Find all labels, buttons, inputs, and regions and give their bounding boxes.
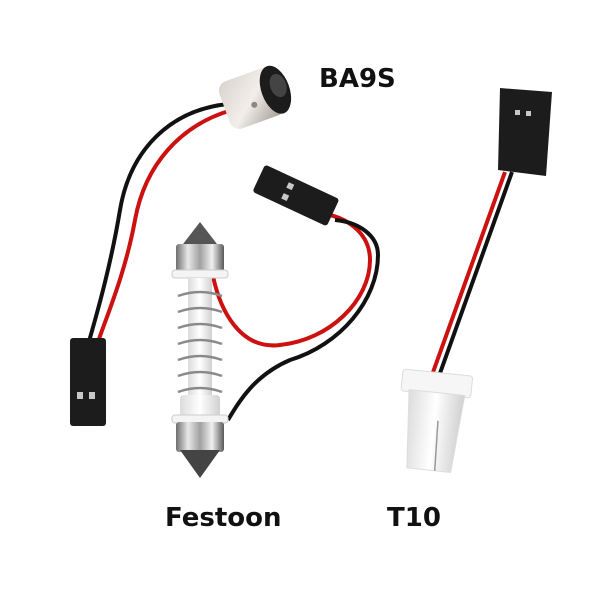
- ba9s-connector: [70, 338, 106, 426]
- ba9s-label: BA9S: [319, 64, 396, 94]
- t10-label: T10: [387, 503, 441, 533]
- festoon-label: Festoon: [165, 503, 282, 533]
- t10-connector: [498, 88, 552, 176]
- festoon-connector: [253, 165, 339, 226]
- ba9s-assembly: [70, 65, 292, 426]
- festoon-assembly: [171, 165, 381, 478]
- t10-assembly: [400, 88, 552, 473]
